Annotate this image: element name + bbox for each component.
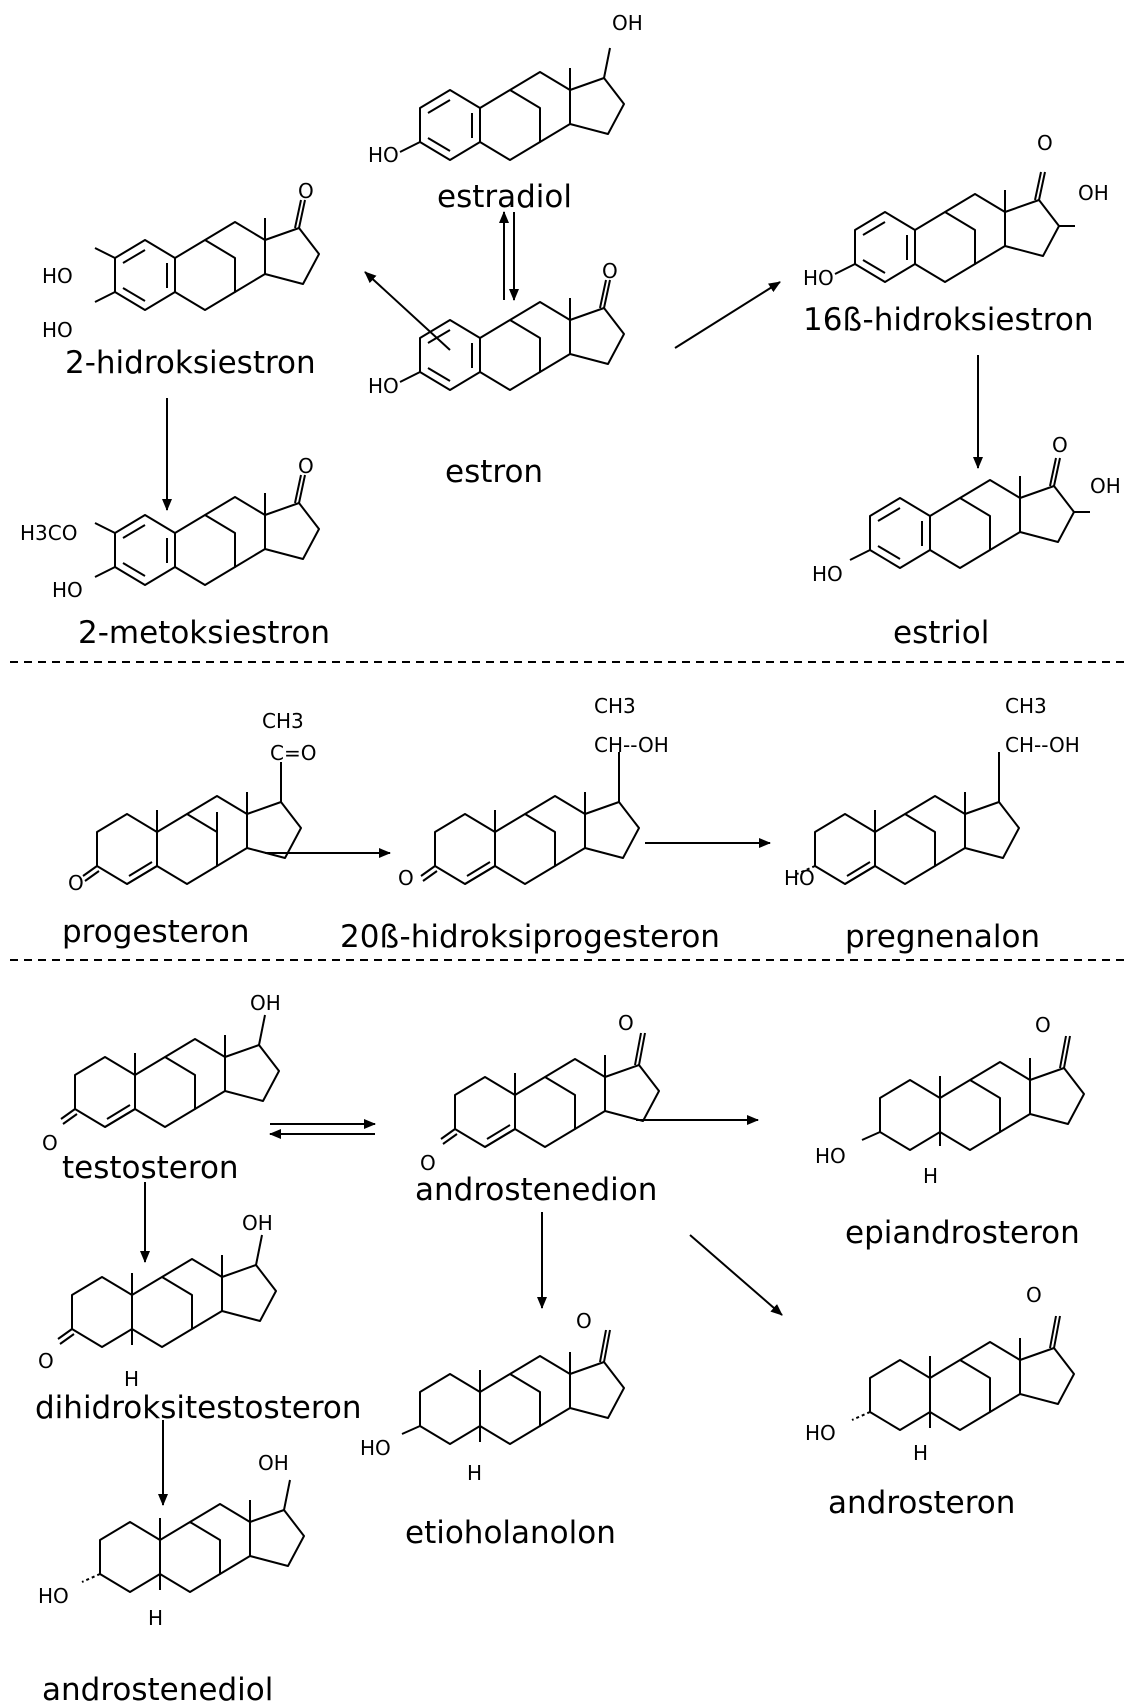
epiandrosteron-h-label: H: [923, 1164, 938, 1188]
2-metoksiestron-label: 2-metoksiestron: [78, 615, 330, 651]
estradiol-structure: [399, 47, 625, 161]
20b-hidroksiprogesteron-o-label: O: [398, 866, 414, 890]
androstenediol-ho-label: HO: [38, 1584, 69, 1608]
epiandrosteron-ho-label: HO: [815, 1144, 846, 1168]
androstenedion-to-androsteron-arrow: [689, 1234, 783, 1316]
20b-hidroksiprogesteron-structure: [420, 752, 640, 885]
20b-hidroksiprogesteron-ch3-label: CH3: [594, 694, 636, 718]
16b-hidroksiestron-oh-label: OH: [1078, 181, 1109, 205]
2-metoksiestron-structure: [94, 474, 320, 586]
epiandrosteron-structure: [861, 1035, 1085, 1151]
epiandrosteron-label: epiandrosteron: [845, 1215, 1080, 1251]
progesteron-ch3-label: CH3: [262, 709, 304, 733]
progesteron-o-label: O: [68, 871, 84, 895]
etioholanolon-label: etioholanolon: [405, 1515, 616, 1551]
etioholanolon-h-label: H: [467, 1461, 482, 1485]
androstenedion-o-top-label: O: [618, 1011, 634, 1035]
estriol-structure: [849, 457, 1090, 569]
pregnenalon-label: pregnenalon: [845, 919, 1040, 955]
androstenediol-oh-label: OH: [258, 1451, 289, 1475]
estron-ho-label: HO: [368, 374, 399, 398]
epiandrosteron-o-label: O: [1035, 1013, 1051, 1037]
androstenedion-structure: [440, 1032, 660, 1148]
2-metoksiestron-o-label: O: [298, 454, 314, 478]
androstenediol-h-label: H: [148, 1606, 163, 1630]
20b-hidroksiprogesteron-label: 20ß-hidroksiprogesteron: [340, 919, 720, 955]
pregnenalon-choh-label: CH--OH: [1005, 733, 1080, 757]
estron-to-16b-hidroksiestron-arrow: [674, 281, 781, 349]
testosteron-o-label: O: [42, 1131, 58, 1155]
estron-to-2-hidroksiestron-arrow: [364, 271, 451, 351]
estradiol-oh-label: OH: [612, 11, 643, 35]
2-metoksiestron-h3co-label: H3CO: [20, 521, 77, 545]
estron-label: estron: [445, 454, 543, 490]
16b-hidroksiestron-structure: [834, 171, 1075, 283]
estron-structure: [399, 279, 625, 391]
estriol-label: estriol: [893, 615, 989, 651]
androsteron-h-label: H: [913, 1441, 928, 1465]
estradiol-label: estradiol: [437, 179, 572, 215]
dihidroksitestosteron-structure: [57, 1234, 277, 1348]
progesteron-structure: [82, 762, 302, 885]
pregnenalon-ch3-label: CH3: [1005, 694, 1047, 718]
progesteron-label: progesteron: [62, 914, 250, 950]
2-hidroksiestron-o-label: O: [298, 179, 314, 203]
etioholanolon-o-label: O: [576, 1309, 592, 1333]
2-hidroksiestron-structure: [94, 199, 320, 311]
androsteron-o-label: O: [1026, 1283, 1042, 1307]
dihidroksitestosteron-h-label: H: [124, 1367, 139, 1391]
androstenediol-label: androstenediol: [42, 1672, 273, 1708]
estriol-ho-label: HO: [812, 562, 843, 586]
dihidroksitestosteron-oh-label: OH: [242, 1211, 273, 1235]
androstenedion-label: androstenedion: [415, 1172, 657, 1208]
androsteron-label: androsteron: [828, 1485, 1015, 1521]
androstenediol-structure: [81, 1479, 305, 1593]
16b-hidroksiestron-label: 16ß-hidroksiestron: [803, 302, 1093, 338]
pregnenalon-ho-label: HO: [784, 866, 815, 890]
androstenedion-o-label: O: [420, 1151, 436, 1175]
dihidroksitestosteron-label: dihidroksitestosteron: [35, 1390, 362, 1426]
estriol-oh-label: OH: [1090, 474, 1121, 498]
testosteron-structure: [60, 1014, 280, 1128]
pregnenalon-structure: [796, 752, 1020, 885]
testosteron-oh-label: OH: [250, 991, 281, 1015]
etioholanolon-ho-label: HO: [360, 1436, 391, 1460]
2-hidroksiestron-ho-bottom-label: HO: [42, 318, 73, 342]
16b-hidroksiestron-ho-label: HO: [803, 266, 834, 290]
2-hidroksiestron-label: 2-hidroksiestron: [65, 345, 316, 381]
estriol-o-label: O: [1052, 433, 1068, 457]
estradiol-ho-label: HO: [368, 143, 399, 167]
etioholanolon-structure: [401, 1329, 625, 1445]
dihidroksitestosteron-o-label: O: [38, 1349, 54, 1373]
androsteron-structure: [851, 1315, 1075, 1431]
androsteron-ho-label: HO: [805, 1421, 836, 1445]
2-hidroksiestron-ho-top-label: HO: [42, 264, 73, 288]
20b-hidroksiprogesteron-choh-label: CH--OH: [594, 733, 669, 757]
2-metoksiestron-ho-label: HO: [52, 578, 83, 602]
testosteron-label: testosteron: [62, 1150, 239, 1186]
16b-hidroksiestron-o-label: O: [1037, 131, 1053, 155]
progesteron-co-label: C=O: [270, 741, 316, 765]
estron-o-label: O: [602, 259, 618, 283]
